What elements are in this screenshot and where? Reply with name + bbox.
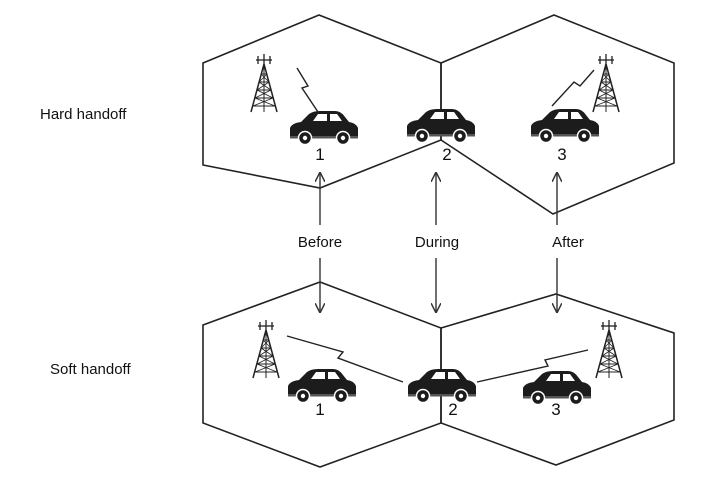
cell-tower-icon (595, 319, 623, 379)
phase-label-during: During (415, 234, 459, 251)
position-number: 3 (557, 145, 566, 164)
soft-handoff-label: Soft handoff (50, 361, 131, 378)
position-number: 2 (448, 400, 457, 419)
position-number: 2 (442, 145, 451, 164)
radio-link-icon (286, 335, 404, 383)
radio-link-icon (476, 349, 589, 383)
position-number: 1 (315, 400, 324, 419)
hard-handoff-label: Hard handoff (40, 106, 127, 123)
cell-tower-icon (592, 53, 620, 113)
position-number: 1 (315, 145, 324, 164)
position-number: 3 (551, 400, 560, 419)
car-icon (530, 108, 600, 144)
phase-label-before: Before (298, 234, 342, 251)
car-icon (289, 110, 359, 146)
car-icon (287, 368, 357, 404)
cell-tower-icon (250, 53, 278, 113)
phase-label-after: After (552, 234, 584, 251)
hard-cell-right (440, 14, 675, 215)
cell-tower-icon (252, 319, 280, 379)
radio-link-icon (296, 67, 319, 113)
hard-handoff-cells (202, 14, 675, 215)
car-icon (407, 368, 477, 404)
soft-cell-right (440, 293, 675, 466)
radio-link-icon (551, 69, 595, 107)
